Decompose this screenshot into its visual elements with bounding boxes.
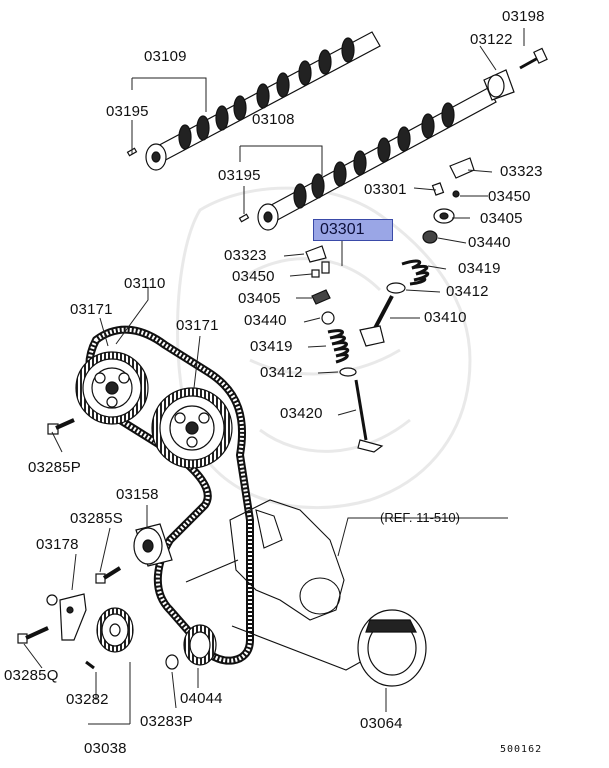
label-03171-left: 03171 bbox=[70, 301, 113, 318]
bolt-03285P bbox=[47, 418, 75, 435]
label-03301-right: 03301 bbox=[364, 181, 407, 198]
label-03405-right: 03405 bbox=[480, 210, 523, 227]
label-03412-right: 03412 bbox=[446, 283, 489, 300]
camshaft-03108 bbox=[238, 47, 548, 231]
label-03178: 03178 bbox=[36, 536, 79, 553]
label-03419-right: 03419 bbox=[458, 260, 501, 277]
label-03171-right: 03171 bbox=[176, 317, 219, 334]
label-03122: 03122 bbox=[470, 31, 513, 48]
label-03323-right: 03323 bbox=[500, 163, 543, 180]
label-03285S: 03285S bbox=[70, 510, 123, 527]
label-03108: 03108 bbox=[252, 111, 295, 128]
label-03450-right: 03450 bbox=[488, 188, 531, 205]
crank-sprocket-03038 bbox=[85, 607, 134, 670]
sprocket-03171-left bbox=[75, 351, 149, 425]
label-03038: 03038 bbox=[84, 740, 127, 757]
label-03412-left: 03412 bbox=[260, 364, 303, 381]
label-03195-upper: 03195 bbox=[106, 103, 149, 120]
label-03195-lower: 03195 bbox=[218, 167, 261, 184]
reference-note: (REF. 11-510) bbox=[380, 510, 460, 525]
label-03285P: 03285P bbox=[28, 459, 81, 476]
bolt-03285Q bbox=[17, 626, 49, 644]
label-03158: 03158 bbox=[116, 486, 159, 503]
label-03064: 03064 bbox=[360, 715, 403, 732]
label-03420: 03420 bbox=[280, 405, 323, 422]
label-03285Q: 03285Q bbox=[4, 667, 59, 684]
label-03283P: 03283P bbox=[140, 713, 193, 730]
idler-pulley-03158 bbox=[133, 523, 173, 567]
label-03405-left: 03405 bbox=[238, 290, 281, 307]
valve-train-left bbox=[305, 245, 384, 453]
label-03440-right: 03440 bbox=[468, 234, 511, 251]
label-03440-left: 03440 bbox=[244, 312, 287, 329]
diagram-code: 500162 bbox=[500, 744, 543, 755]
label-03410: 03410 bbox=[424, 309, 467, 326]
highlighted-part-label[interactable]: 03301 bbox=[313, 219, 393, 241]
bolt-03285S bbox=[95, 566, 122, 584]
idler-04044 bbox=[165, 624, 217, 670]
label-03323-left: 03323 bbox=[224, 247, 267, 264]
label-03282: 03282 bbox=[66, 691, 109, 708]
label-04044: 04044 bbox=[180, 690, 223, 707]
label-03109: 03109 bbox=[144, 48, 187, 65]
label-03419-left: 03419 bbox=[250, 338, 293, 355]
leader-lines bbox=[23, 28, 525, 725]
label-03198: 03198 bbox=[502, 8, 545, 25]
label-03110: 03110 bbox=[124, 275, 166, 292]
tensioner-03178 bbox=[46, 593, 87, 641]
camshaft-03109 bbox=[126, 31, 381, 171]
sprocket-03171-right bbox=[151, 387, 233, 469]
label-03450-left: 03450 bbox=[232, 268, 275, 285]
cover-03064 bbox=[357, 609, 427, 687]
valve-train-right bbox=[359, 157, 475, 347]
